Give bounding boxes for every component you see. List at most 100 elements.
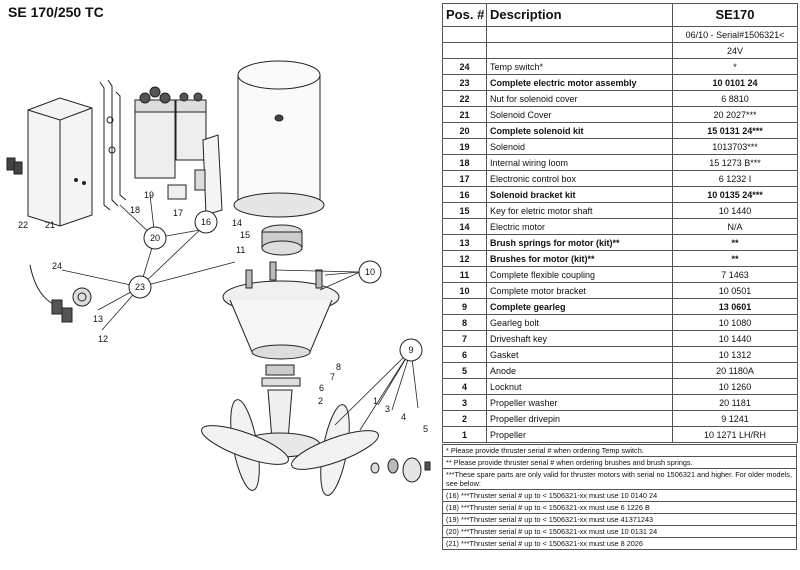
callout-22: 22 bbox=[18, 220, 28, 230]
row-pos: 12 bbox=[442, 250, 487, 267]
row-part-number: * bbox=[672, 58, 798, 75]
row-pos: 6 bbox=[442, 346, 487, 363]
serial-range: 06/10 - Serial#1506321< bbox=[672, 26, 798, 43]
brushes-drawing bbox=[29, 264, 92, 323]
row-part-number: ** bbox=[672, 250, 798, 267]
control-box-drawing bbox=[167, 184, 187, 200]
callout-16: 16 bbox=[201, 217, 211, 227]
voltage: 24V bbox=[672, 42, 798, 59]
row-part-number: 10 0135 24*** bbox=[672, 186, 798, 203]
row-description: Propeller drivepin bbox=[486, 410, 673, 427]
callout-7: 7 bbox=[330, 372, 335, 382]
header-description: Description bbox=[486, 3, 673, 27]
note-line: (20) ***Thruster serial # up to < 150632… bbox=[442, 525, 797, 538]
callout-20: 20 bbox=[150, 233, 160, 243]
callout-2: 2 bbox=[318, 396, 323, 406]
row-pos: 24 bbox=[442, 58, 487, 75]
solenoid-drawing bbox=[134, 86, 207, 179]
row-pos: 10 bbox=[442, 282, 487, 299]
note-line: * Please provide thruster serial # when … bbox=[442, 444, 797, 457]
row-description: Complete flexible coupling bbox=[486, 266, 673, 283]
page-title: SE 170/250 TC bbox=[8, 4, 104, 20]
row-description: Gasket bbox=[486, 346, 673, 363]
callout-21: 21 bbox=[45, 220, 55, 230]
row-part-number: 6 8810 bbox=[672, 90, 798, 107]
row-part-number: 15 1273 B*** bbox=[672, 154, 798, 171]
note-line: ***These spare parts are only valid for … bbox=[442, 468, 797, 490]
row-part-number: 20 1180A bbox=[672, 362, 798, 379]
row-pos: 2 bbox=[442, 410, 487, 427]
row-description: Internal wiring loom bbox=[486, 154, 673, 171]
row-description: Anode bbox=[486, 362, 673, 379]
row-part-number: 10 1440 bbox=[672, 330, 798, 347]
solenoid-bracket-drawing bbox=[194, 134, 223, 216]
row-pos: 15 bbox=[442, 202, 487, 219]
row-description: Driveshaft key bbox=[486, 330, 673, 347]
row-description: Temp switch* bbox=[486, 58, 673, 75]
row-pos: 20 bbox=[442, 122, 487, 139]
row-description: Complete motor bracket bbox=[486, 282, 673, 299]
washer-locknut-anode-drawing bbox=[370, 457, 431, 483]
row-part-number: 10 1440 bbox=[672, 202, 798, 219]
nut-drawing bbox=[6, 157, 23, 175]
callout-10: 10 bbox=[365, 267, 375, 277]
wiring-loom-drawing bbox=[99, 79, 127, 211]
row-part-number: 10 0101 24 bbox=[672, 74, 798, 91]
callout-19: 19 bbox=[144, 190, 154, 200]
note-line: (21) ***Thruster serial # up to < 150632… bbox=[442, 537, 797, 550]
row-description: Complete electric motor assembly bbox=[486, 74, 673, 91]
row-part-number: ** bbox=[672, 234, 798, 251]
callout-24: 24 bbox=[52, 261, 62, 271]
note-line: (18) ***Thruster serial # up to < 150632… bbox=[442, 501, 797, 514]
row-part-number: 7 1463 bbox=[672, 266, 798, 283]
row-description: Gearleg bolt bbox=[486, 314, 673, 331]
row-part-number: 6 1232 I bbox=[672, 170, 798, 187]
flexible-coupling-drawing bbox=[261, 224, 303, 256]
callout-1: 1 bbox=[373, 396, 378, 406]
row-part-number: 10 0501 bbox=[672, 282, 798, 299]
callout-9: 9 bbox=[408, 345, 413, 355]
row-pos: 19 bbox=[442, 138, 487, 155]
row-pos: 9 bbox=[442, 298, 487, 315]
note-line: (16) ***Thruster serial # up to < 150632… bbox=[442, 489, 797, 502]
callout-14: 14 bbox=[232, 218, 242, 228]
row-pos: 4 bbox=[442, 378, 487, 395]
callout-17: 17 bbox=[173, 208, 183, 218]
header-pos: Pos. # bbox=[442, 3, 487, 27]
callout-12: 12 bbox=[98, 334, 108, 344]
row-description: Locknut bbox=[486, 378, 673, 395]
electric-motor-drawing bbox=[233, 60, 325, 218]
row-description: Key for eletric motor shaft bbox=[486, 202, 673, 219]
row-pos: 7 bbox=[442, 330, 487, 347]
row-pos: 13 bbox=[442, 234, 487, 251]
row-part-number: 13 0601 bbox=[672, 298, 798, 315]
header-model: SE170 bbox=[672, 3, 798, 27]
callout-4: 4 bbox=[401, 412, 406, 422]
callout-8: 8 bbox=[336, 362, 341, 372]
row-part-number: 15 0131 24*** bbox=[672, 122, 798, 139]
note-line: (19) ***Thruster serial # up to < 150632… bbox=[442, 513, 797, 526]
row-part-number: 10 1080 bbox=[672, 314, 798, 331]
row-part-number: 10 1271 LH/RH bbox=[672, 426, 798, 443]
row-pos: 22 bbox=[442, 90, 487, 107]
row-part-number: 10 1312 bbox=[672, 346, 798, 363]
row-description: Solenoid Cover bbox=[486, 106, 673, 123]
notes-table: * Please provide thruster serial # when … bbox=[442, 444, 797, 550]
row-description: Solenoid bracket kit bbox=[486, 186, 673, 203]
